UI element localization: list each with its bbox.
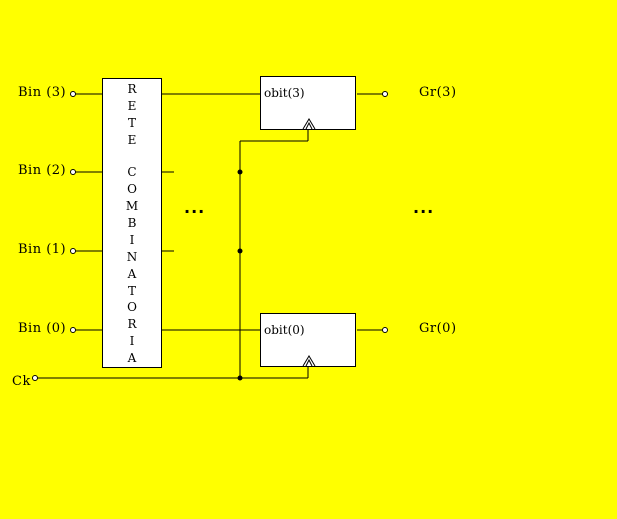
- network-letter: R: [127, 82, 137, 96]
- register-label: obit(3): [264, 86, 305, 100]
- network-letter: E: [127, 132, 137, 147]
- clock-edge-icon: [302, 118, 316, 130]
- network-letter: B: [127, 215, 137, 230]
- network-letter: A: [127, 351, 137, 366]
- terminal-gr0: [382, 327, 388, 333]
- network-letter: O: [127, 300, 137, 315]
- network-letter: I: [129, 232, 135, 247]
- junction-dot: [237, 375, 243, 381]
- ellipsis-middle: ...: [184, 198, 206, 217]
- register-obit0: obit(0): [260, 313, 356, 367]
- network-letter: R: [127, 317, 137, 332]
- terminal-bin0: [70, 327, 76, 333]
- terminal-bin3: [70, 91, 76, 97]
- label-bin3: Bin (3): [18, 85, 67, 100]
- clock-edge-icon: [302, 355, 316, 367]
- terminal-gr3: [382, 91, 388, 97]
- network-letter: M: [125, 199, 139, 214]
- network-letter: N: [126, 249, 138, 264]
- label-gr0: Gr(0): [419, 321, 457, 336]
- terminal-bin1: [70, 248, 76, 254]
- ellipsis-right: ...: [413, 198, 435, 217]
- network-letter: O: [127, 182, 137, 197]
- register-obit3: obit(3): [260, 76, 356, 130]
- junction-dot: [237, 248, 243, 254]
- terminal-bin2: [70, 169, 76, 175]
- network-letter: T: [127, 115, 136, 130]
- network-letter: E: [127, 98, 137, 113]
- label-bin1: Bin (1): [18, 242, 67, 257]
- label-gr3: Gr(3): [419, 85, 457, 100]
- label-ck: Ck: [12, 374, 31, 389]
- label-bin0: Bin (0): [18, 321, 67, 336]
- network-letter: C: [127, 165, 137, 180]
- network-letter: T: [127, 283, 136, 298]
- label-bin2: Bin (2): [18, 163, 67, 178]
- network-letter: A: [127, 266, 137, 281]
- combinational-network-box: R E T E C O M B I N A T O R I A: [102, 78, 162, 368]
- network-letter: I: [129, 334, 135, 349]
- junction-dot: [237, 169, 243, 175]
- terminal-ck: [32, 375, 38, 381]
- register-label: obit(0): [264, 323, 305, 337]
